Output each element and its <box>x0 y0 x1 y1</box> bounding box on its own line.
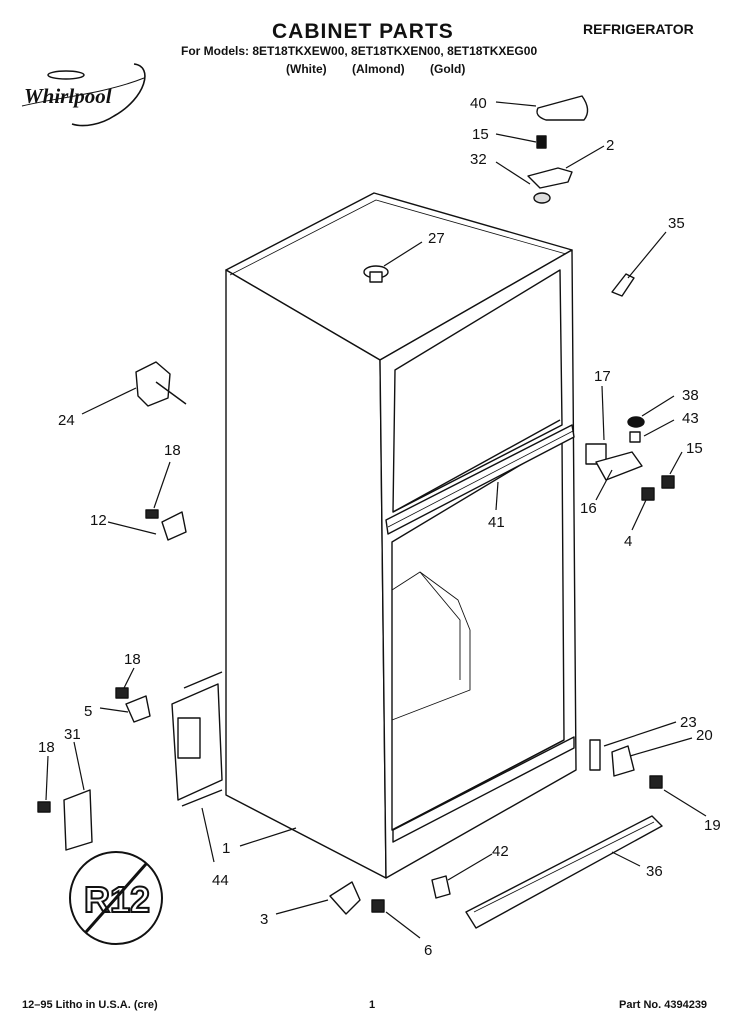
callout-24: 24 <box>58 412 75 429</box>
page-title: CABINET PARTS <box>272 20 454 43</box>
callout-19: 19 <box>704 817 721 834</box>
roller-screw <box>649 775 663 789</box>
callout-43: 43 <box>682 410 699 427</box>
hinge-shim <box>533 192 551 204</box>
toe-grille <box>465 815 663 929</box>
center-hinge <box>585 443 643 481</box>
callout-18: 18 <box>124 651 141 668</box>
hinge-bolt <box>641 487 655 501</box>
roller-bracket <box>589 739 601 771</box>
variant-gold: (Gold) <box>430 62 466 76</box>
models-line: For Models: 8ET18TKXEW00, 8ET18TKXEN00, … <box>181 44 538 58</box>
top-hinge <box>527 167 573 189</box>
footer-part-number: Part No. 4394239 <box>619 999 708 1011</box>
leader-lines <box>45 101 707 939</box>
r12-refrigerant-badge-icon <box>69 851 163 945</box>
callout-20: 20 <box>696 727 713 744</box>
callout-44: 44 <box>212 872 229 889</box>
cover-screw <box>37 801 51 813</box>
stop-screw <box>115 687 129 699</box>
cabinet-plug <box>363 265 389 283</box>
callout-41: 41 <box>488 514 505 531</box>
appliance-category: REFRIGERATOR <box>583 21 694 37</box>
leveling-leg <box>329 881 361 915</box>
left-side-bracket <box>171 671 223 807</box>
callout-16: 16 <box>580 500 597 517</box>
callout-32: 32 <box>470 151 487 168</box>
r12-badge-text: R12 <box>84 879 150 920</box>
callout-17: 17 <box>594 368 611 385</box>
callout-3: 3 <box>260 911 268 928</box>
callout-42: 42 <box>492 843 509 860</box>
callout-2: 2 <box>606 137 614 154</box>
hinge-screw-right <box>661 475 675 489</box>
callout-35: 35 <box>668 215 685 232</box>
callout-27: 27 <box>428 230 445 247</box>
door-stop <box>125 695 151 723</box>
bottom-rail <box>392 736 575 843</box>
door-stop-assembly <box>135 361 187 407</box>
footer-litho: 12–95 Litho in U.S.A. (cre) <box>22 999 158 1011</box>
callout-1: 1 <box>222 840 230 857</box>
callout-40: 40 <box>470 95 487 112</box>
variant-white: (White) <box>286 62 327 76</box>
cabinet-body <box>225 192 577 879</box>
top-hinge-cover <box>536 95 589 121</box>
side-bracket <box>161 511 187 541</box>
footer-page-number: 1 <box>369 999 376 1011</box>
callout-15: 15 <box>472 126 489 143</box>
roller-assembly <box>611 745 635 777</box>
callout-31: 31 <box>64 726 81 743</box>
grille-clip <box>431 875 451 899</box>
variant-almond: (Almond) <box>352 62 405 76</box>
leveling-cover <box>63 789 93 851</box>
logo-wordmark: Whirlpool <box>24 84 112 108</box>
hinge-washer <box>627 416 645 428</box>
callout-6: 6 <box>424 942 432 959</box>
callout-38: 38 <box>682 387 699 404</box>
callout-5: 5 <box>84 703 92 720</box>
callout-18: 18 <box>164 442 181 459</box>
callout-4: 4 <box>624 533 632 550</box>
hinge-spacer <box>629 431 641 443</box>
bracket-screw <box>145 509 159 519</box>
callout-18: 18 <box>38 739 55 756</box>
callout-15: 15 <box>686 440 703 457</box>
callout-12: 12 <box>90 512 107 529</box>
hinge-screw <box>536 135 547 149</box>
freezer-liner <box>391 571 471 721</box>
center-rail <box>385 424 575 535</box>
whirlpool-logo-icon <box>21 63 146 127</box>
leg-screw <box>371 899 385 913</box>
callout-23: 23 <box>680 714 697 731</box>
hinge-bracket-cover <box>611 273 635 297</box>
callout-36: 36 <box>646 863 663 880</box>
